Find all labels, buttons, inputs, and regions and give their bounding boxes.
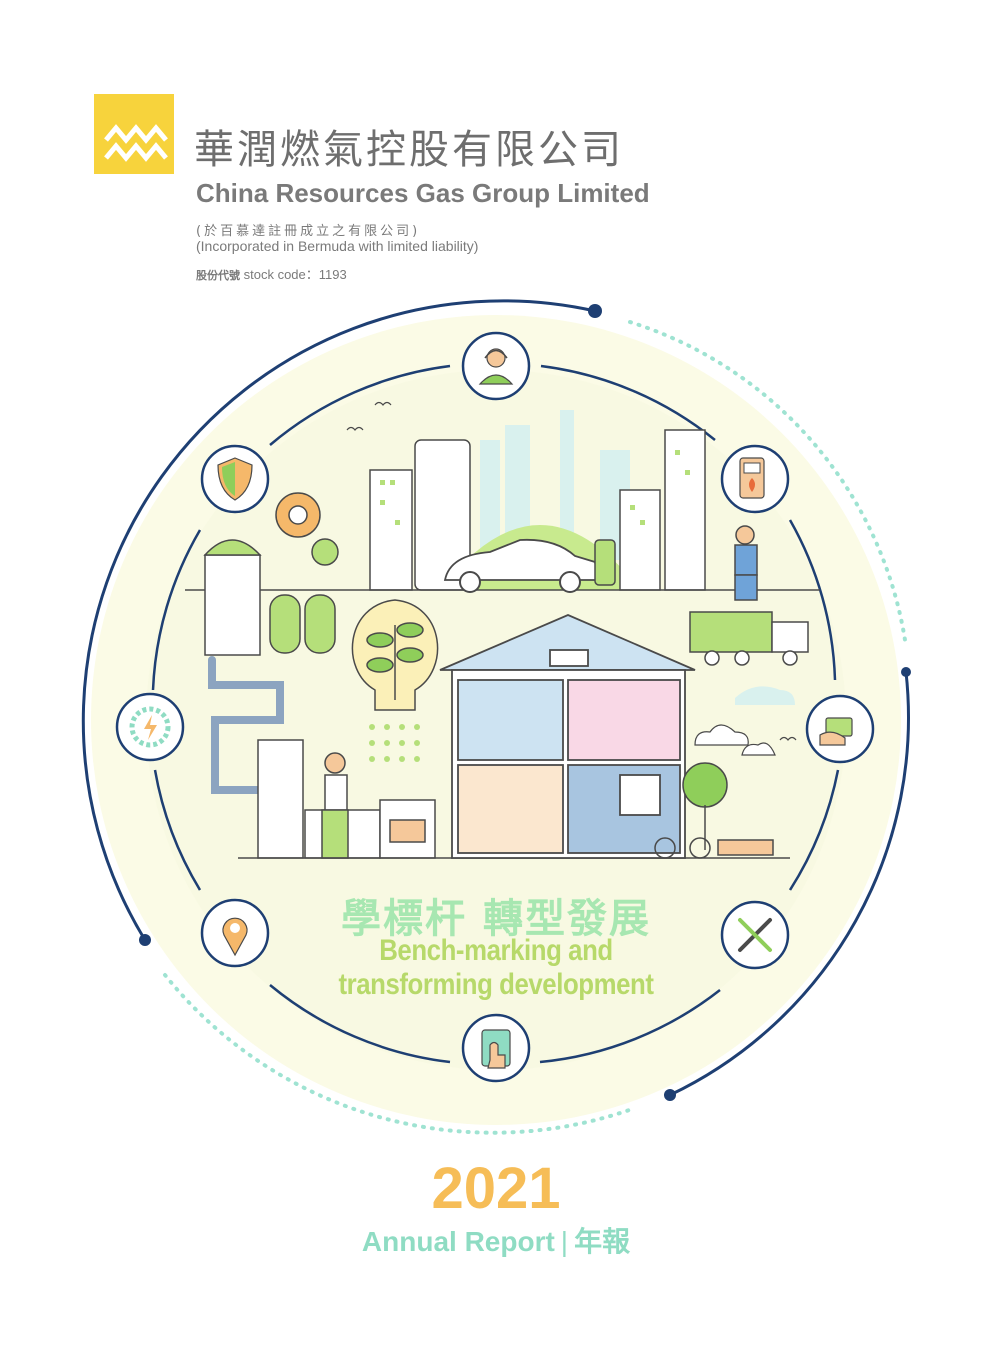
theme-title-en-line1: Bench-marking and — [379, 934, 613, 967]
security-shield-icon — [200, 444, 270, 514]
report-separator: | — [560, 1226, 569, 1257]
house-icon — [439, 614, 696, 859]
cover-illustration — [81, 299, 911, 1135]
stock-code: 股份代號 stock code：1193 — [196, 264, 347, 283]
customer-service-icon — [461, 331, 531, 401]
report-label-cn: 年報 — [574, 1225, 631, 1258]
company-name-cn: 華潤燃氣控股有限公司 — [194, 127, 624, 173]
report-label: Annual Report|年報 — [0, 1220, 992, 1260]
theme-title-cn: 學標杆 轉型發展 — [341, 896, 651, 942]
incorporation-cn: (於百慕達註冊成立之有限公司) — [196, 224, 421, 239]
payment-card-icon — [805, 694, 875, 764]
incorporation-en: (Incorporated in Bermuda with limited li… — [196, 238, 479, 254]
fuel-pump-icon — [720, 444, 790, 514]
stock-label-en: stock code：1193 — [243, 267, 347, 282]
outer-arc-right — [668, 670, 910, 1097]
electric-car-icon — [443, 538, 616, 593]
outer-arc-left — [81, 299, 597, 942]
company-name-en: China Resources Gas Group Limited — [196, 178, 650, 208]
energy-gear-icon — [115, 692, 185, 762]
report-year: 2021 — [431, 1156, 561, 1221]
theme-title-en-line2: transforming development — [338, 968, 654, 1001]
logo-mark-icon — [104, 124, 168, 162]
company-logo — [94, 94, 174, 174]
touch-screen-icon — [461, 1013, 531, 1083]
stock-label-cn: 股份代號 — [196, 269, 240, 282]
tools-icon — [720, 900, 790, 970]
report-label-en: Annual Report — [361, 1226, 555, 1257]
location-pin-icon — [200, 898, 270, 968]
